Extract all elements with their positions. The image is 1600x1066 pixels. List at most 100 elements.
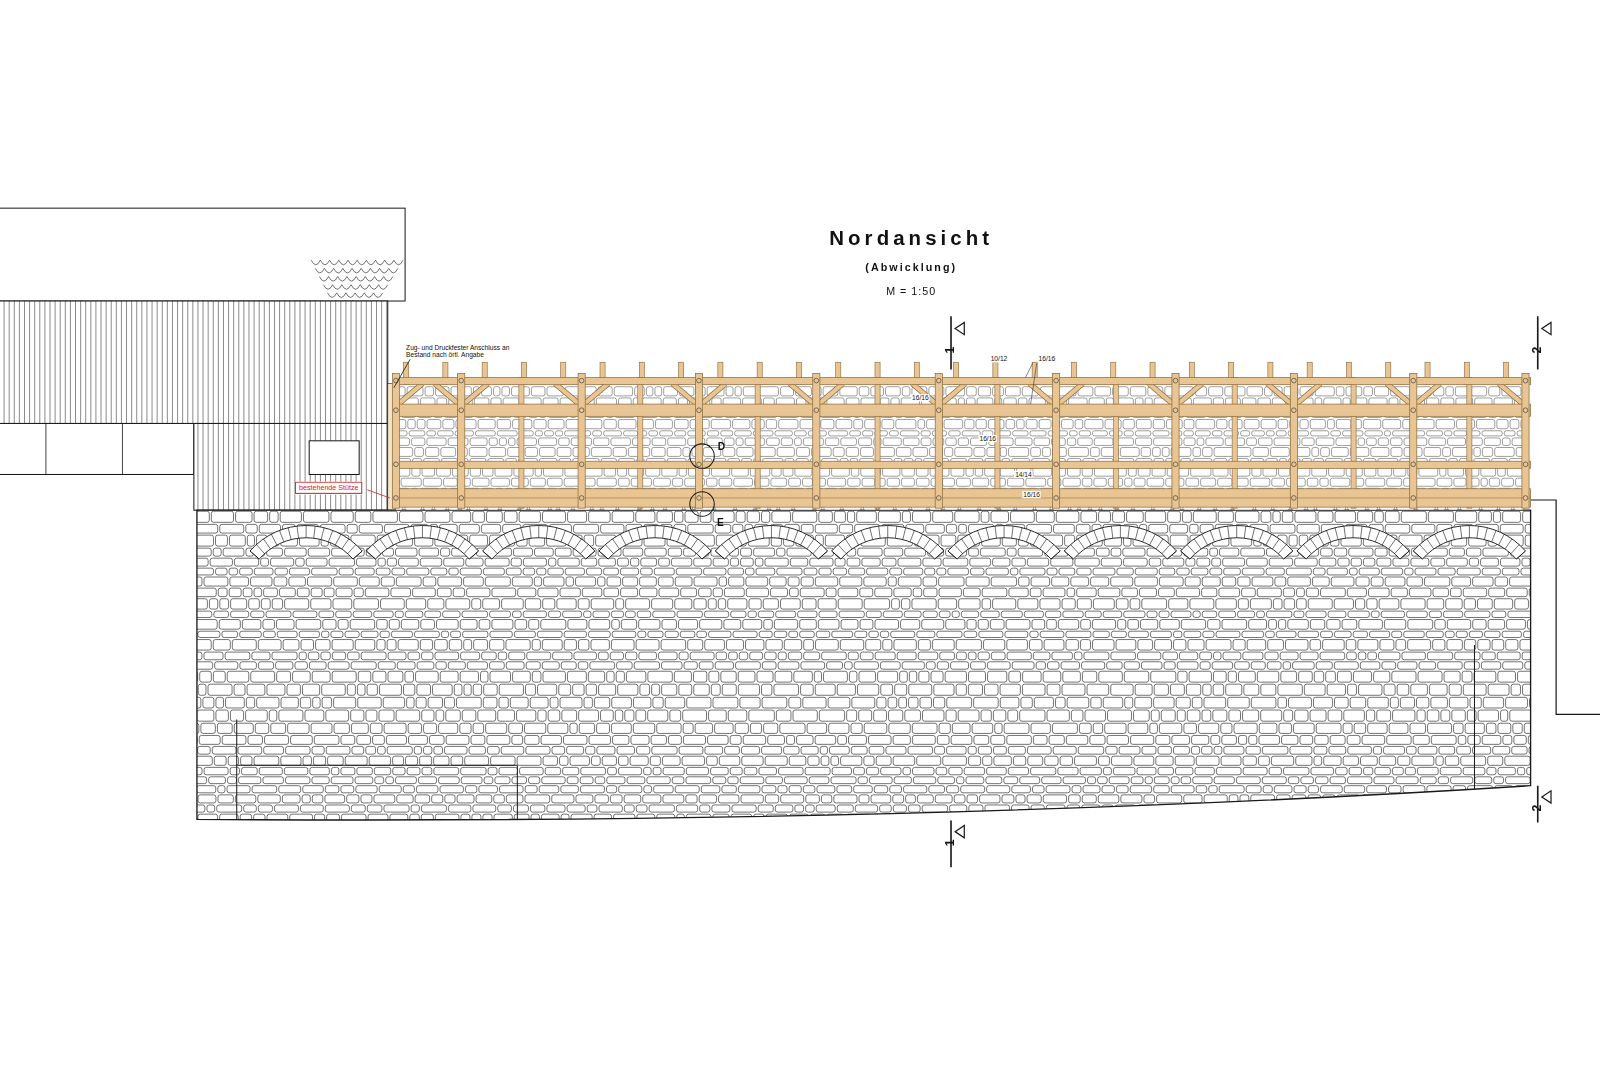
wall-stone	[1375, 767, 1390, 774]
wall-stone	[309, 662, 326, 669]
wall-stone	[1474, 671, 1496, 682]
wall-stone	[728, 710, 747, 721]
wall-stone	[840, 577, 862, 586]
wall-stone	[1111, 652, 1136, 660]
wall-stone	[460, 568, 481, 575]
wall-stone	[739, 652, 747, 660]
wall-stone	[1052, 577, 1069, 586]
wall-stone	[1247, 558, 1268, 566]
wall-stone	[1066, 631, 1091, 637]
wall-stone	[506, 640, 530, 651]
wall-stone	[991, 511, 1009, 522]
wall-stone	[1392, 631, 1402, 637]
wall-stone	[641, 568, 653, 575]
wall-stone	[894, 640, 916, 651]
wall-stone	[619, 756, 629, 765]
wall-stone	[1473, 577, 1493, 586]
wall-stone	[1067, 588, 1075, 597]
wall-stone	[1511, 684, 1520, 695]
wall-stone	[1099, 511, 1111, 522]
wall-stone	[746, 568, 754, 575]
cladding-board	[284, 423, 285, 510]
wall-stone	[288, 723, 309, 733]
wall-stone	[671, 558, 691, 566]
wall-stone	[682, 756, 704, 765]
wall-stone	[498, 710, 515, 721]
wall-stone	[1478, 710, 1498, 721]
wall-stone	[1493, 746, 1510, 754]
wall-stone	[1020, 568, 1045, 575]
wall-stone	[730, 735, 741, 744]
wall-stone	[1111, 684, 1133, 695]
wall-stone	[1147, 611, 1157, 617]
wall-stone	[1347, 652, 1357, 660]
wall-stone	[1362, 735, 1385, 744]
wall-stone	[283, 640, 299, 651]
wall-stone	[818, 620, 839, 630]
wall-stone	[243, 588, 252, 597]
cladding-board	[274, 423, 275, 510]
cladding-board	[208, 301, 209, 423]
wall-stone	[938, 777, 955, 784]
wall-stone	[730, 558, 738, 566]
wall-stone	[1334, 548, 1346, 556]
wall-stone	[1159, 611, 1169, 617]
wall-stone	[247, 684, 265, 695]
wall-stone	[398, 640, 418, 651]
wall-stone	[1012, 558, 1025, 566]
wall-stone	[191, 535, 213, 546]
wall-stone	[1106, 746, 1117, 754]
wall-stone	[517, 756, 541, 765]
wall-stone	[790, 558, 807, 566]
cladding-board	[192, 301, 193, 423]
wall-stone	[515, 620, 527, 630]
wall-stone	[357, 767, 372, 774]
wall-stone	[678, 620, 697, 630]
wall-stone	[684, 662, 697, 669]
wall-stone	[1313, 568, 1325, 575]
wall-stone	[1005, 631, 1028, 637]
wall-stone	[192, 588, 216, 597]
wall-stone	[277, 620, 295, 630]
wall-stone	[479, 620, 490, 630]
wall-stone	[297, 588, 309, 597]
wall-stone	[1310, 640, 1321, 651]
wall-stone	[301, 640, 313, 651]
wall-stone	[611, 640, 634, 651]
wall-stone	[764, 723, 778, 733]
wall-stone	[580, 777, 593, 784]
wall-stone	[1449, 548, 1464, 556]
wall-stone	[1449, 697, 1468, 708]
wall-stone	[694, 558, 711, 566]
wall-stone	[492, 620, 513, 630]
wall-stone	[699, 662, 713, 669]
wall-stone	[329, 558, 354, 566]
wall-stone	[449, 568, 458, 575]
wall-stone	[923, 611, 937, 617]
wall-stone	[1320, 652, 1345, 660]
wall-stone	[637, 746, 650, 754]
wall-stone	[763, 599, 778, 609]
wall-stone	[1080, 767, 1101, 774]
wall-stone	[699, 588, 712, 597]
wall-stone	[1498, 723, 1511, 733]
wall-stone	[1007, 640, 1028, 651]
wall-stone	[1266, 568, 1284, 575]
wall-stone	[420, 558, 441, 566]
wall-stone	[1238, 671, 1255, 682]
wall-stone	[864, 577, 886, 586]
wall-stone	[526, 662, 540, 669]
wall-stone	[461, 652, 480, 660]
wall-stone	[1045, 756, 1058, 765]
wall-stone	[1445, 756, 1458, 765]
wall-stone	[545, 767, 560, 774]
wall-stone	[216, 697, 224, 708]
wall-stone	[1235, 511, 1259, 522]
wall-stone	[589, 735, 611, 744]
wall-stone	[940, 652, 955, 660]
wall-ground	[197, 510, 1531, 826]
wall-stone	[899, 697, 907, 708]
cladding-board	[228, 423, 229, 510]
wall-stone	[1213, 684, 1224, 695]
wall-stone	[428, 697, 442, 708]
